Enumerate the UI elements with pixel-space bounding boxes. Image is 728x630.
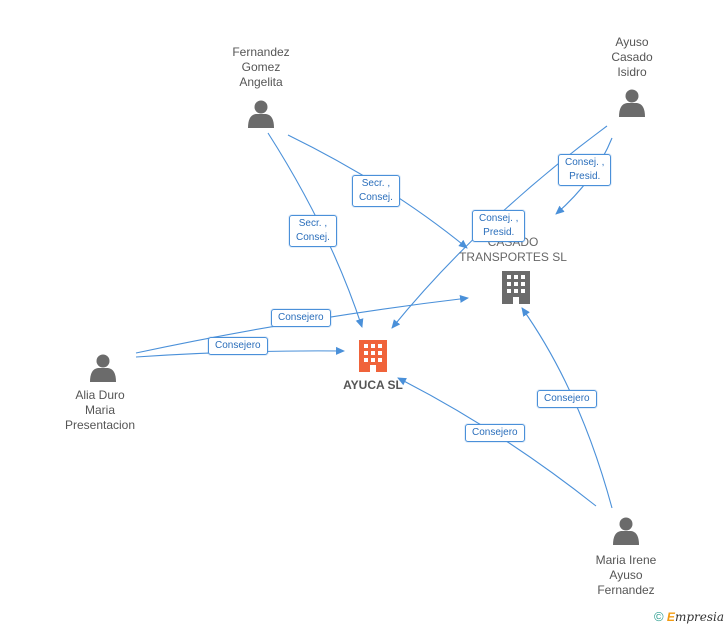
person-label-fernandez[interactable]: Fernandez Gomez Angelita [232,45,290,89]
person-icon[interactable] [248,100,274,129]
company-label-ayuca[interactable]: AYUCA SL [343,378,403,392]
building-icon[interactable] [502,271,530,304]
edge-label-ayuso-transportes: Consej. , Presid. [558,154,612,186]
edge-label-maria-ayuca: Consejero [465,424,525,442]
person-label-alia[interactable]: Alia Duro Maria Presentacion [64,388,136,432]
person-icon[interactable] [619,89,645,118]
person-icon[interactable] [90,354,116,383]
person-icons [90,89,645,546]
edge-label-maria-transportes: Consejero [537,390,597,408]
copyright-icon: © [653,609,664,624]
person-label-maria-irene[interactable]: Maria Irene Ayuso Fernandez [595,553,657,597]
edge-maria-transportes [521,307,613,509]
edge-label-ayuso-ayuca: Consej. , Presid. [472,210,526,242]
edge-label-alia-transportes: Consejero [271,309,331,327]
person-label-ayuso-isidro[interactable]: Ayuso Casado Isidro [611,35,653,79]
footer-brand: © Empresia [654,609,724,624]
person-icon[interactable] [613,517,639,546]
edge-label-fernandez-ayuca: Secr. , Consej. [289,215,337,247]
edge-label-fernandez-transportes: Secr. , Consej. [352,175,400,207]
edge-label-alia-ayuca: Consejero [208,337,268,355]
brand-logo-text: mpresia [674,610,724,624]
brand-logo-letter: E [666,610,675,624]
building-icon[interactable] [359,340,387,372]
